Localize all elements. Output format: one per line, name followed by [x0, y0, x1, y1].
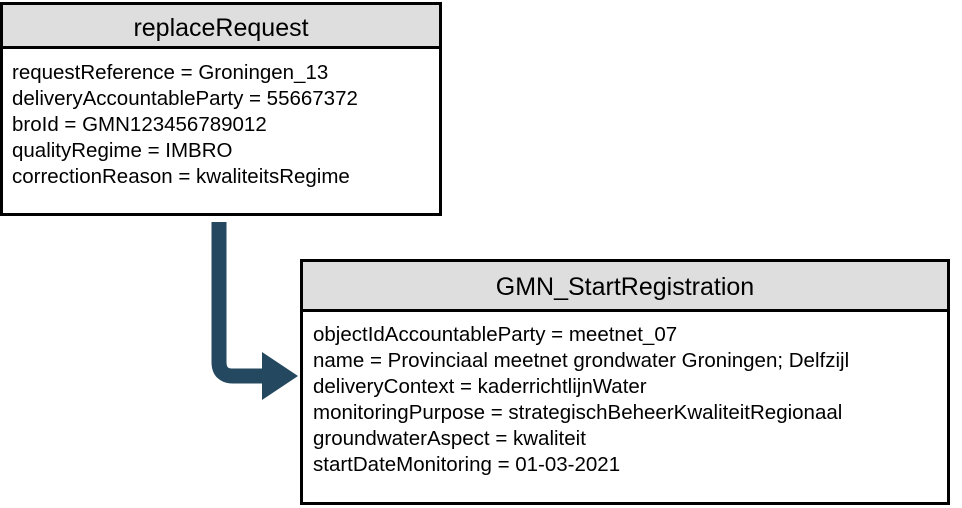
object-body-replace-request: requestReference = Groningen_13 delivery…	[3, 49, 439, 190]
attribute-row: monitoringPurpose = strategischBeheerKwa…	[313, 401, 843, 424]
attribute-row: startDateMonitoring = 01-03-2021	[313, 453, 621, 476]
attribute-row: objectIdAccountableParty = meetnet_07	[313, 323, 678, 346]
object-box-replace-request[interactable]: replaceRequest requestReference = Gronin…	[0, 2, 442, 216]
connector-arrowhead	[262, 352, 298, 400]
connector-line	[211, 222, 268, 384]
attribute-row: qualityRegime = IMBRO	[12, 139, 233, 162]
attribute-row: deliveryAccountableParty = 55667372	[12, 87, 358, 110]
object-header-gmn-startregistration: GMN_StartRegistration	[303, 262, 947, 312]
attribute-row: groundwaterAspect = kwaliteit	[313, 427, 586, 450]
attribute-row: correctionReason = kwaliteitsRegime	[12, 165, 350, 188]
attribute-row: requestReference = Groningen_13	[12, 61, 329, 84]
object-header-replace-request: replaceRequest	[3, 5, 439, 49]
object-box-gmn-startregistration[interactable]: GMN_StartRegistration objectIdAccountabl…	[300, 259, 950, 505]
object-body-gmn-startregistration: objectIdAccountableParty = meetnet_07 na…	[303, 312, 947, 478]
attribute-row: deliveryContext = kaderrichtlijnWater	[313, 375, 647, 398]
attribute-row: broId = GMN123456789012	[12, 113, 267, 136]
attribute-row: name = Provinciaal meetnet grondwater Gr…	[313, 349, 850, 372]
